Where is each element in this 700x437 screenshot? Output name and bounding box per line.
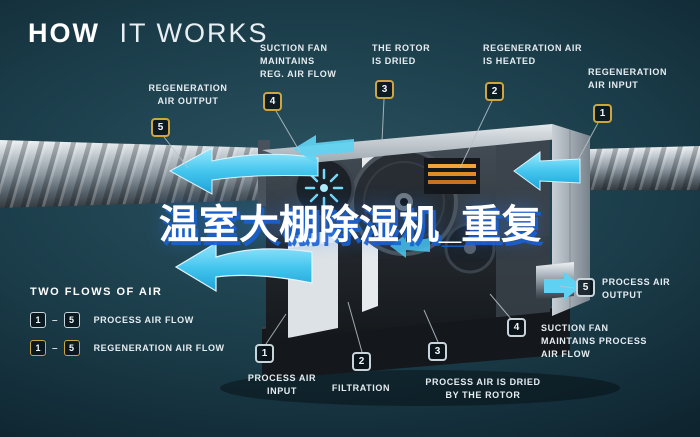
callout-badge-regen-output: 5: [151, 118, 170, 137]
watermark-text: 温室大棚除湿机_重复: [158, 203, 542, 247]
callout-badge-suction-fan-regen: 4: [263, 92, 282, 111]
leader-lines: [163, 98, 599, 353]
legend-regen-label: REGENERATION AIR FLOW: [93, 343, 225, 353]
fan-starburst-icon: [304, 168, 344, 208]
callout-label-suction-fan-regen: SUCTION FAN MAINTAINS REG. AIR FLOW: [260, 43, 337, 80]
legend-regen-to-badge: 5: [63, 340, 80, 356]
regen-input-arrow: [513, 151, 581, 191]
legend-process-label: PROCESS AIR FLOW: [93, 315, 194, 325]
callout-label-process-input: PROCESS AIR INPUT: [247, 373, 317, 397]
legend-row-regeneration: 1 – 5 REGENERATION AIR FLOW: [30, 340, 225, 356]
callout-label-filtration: FILTRATION: [331, 383, 391, 393]
legend-heading: TWO FLOWS OF AIR: [30, 286, 163, 298]
regen-output-arrow: [168, 147, 319, 195]
callout-badge-suction-fan-process: 4: [507, 318, 526, 337]
callout-badge-rotor-dried: 3: [375, 80, 394, 99]
regen-inner-arrow: [293, 135, 354, 163]
regen-heater: [424, 158, 480, 194]
callout-badge-regen-input: 1: [593, 104, 612, 123]
callout-label-process-output: PROCESS AIR OUTPUT: [602, 277, 671, 301]
callout-badge-process-output: 5: [576, 278, 595, 297]
legend-regen-from-badge: 1: [30, 340, 46, 356]
legend-process-from-badge: 1: [30, 312, 46, 328]
callout-badge-regen-heated: 2: [485, 82, 504, 101]
legend-dash: –: [52, 314, 58, 326]
process-inner-arrow: [390, 234, 430, 258]
callout-label-regen-input: REGENERATION AIR INPUT: [588, 67, 668, 91]
title-bold: HOW: [28, 18, 100, 48]
floor-shadow: [220, 370, 620, 406]
callout-badge-process-dried: 3: [428, 342, 447, 361]
title-light: IT WORKS: [119, 18, 269, 48]
machine-top-face: [262, 124, 590, 164]
callout-label-regen-heated: REGENERATION AIR IS HEATED: [483, 43, 583, 67]
right-duct: [556, 146, 700, 190]
callout-badge-filtration: 2: [352, 352, 371, 371]
page-title: HOW IT WORKS: [28, 18, 269, 49]
callout-badge-process-input: 1: [255, 344, 274, 363]
legend-dash: –: [52, 342, 58, 354]
legend-process-to-badge: 5: [63, 312, 80, 328]
callout-label-suction-fan-process: SUCTION FAN MAINTAINS PROCESS AIR FLOW: [541, 323, 648, 360]
callout-label-rotor-dried: THE ROTOR IS DRIED: [372, 43, 431, 67]
process-fan: [444, 222, 496, 274]
legend-row-process: 1 – 5 PROCESS AIR FLOW: [30, 312, 194, 328]
callout-label-regen-output: REGENERATION AIR OUTPUT: [148, 83, 228, 107]
callout-label-process-dried: PROCESS AIR IS DRIED BY THE ROTOR: [425, 377, 541, 401]
process-front-swoosh-arrow: [174, 241, 313, 293]
